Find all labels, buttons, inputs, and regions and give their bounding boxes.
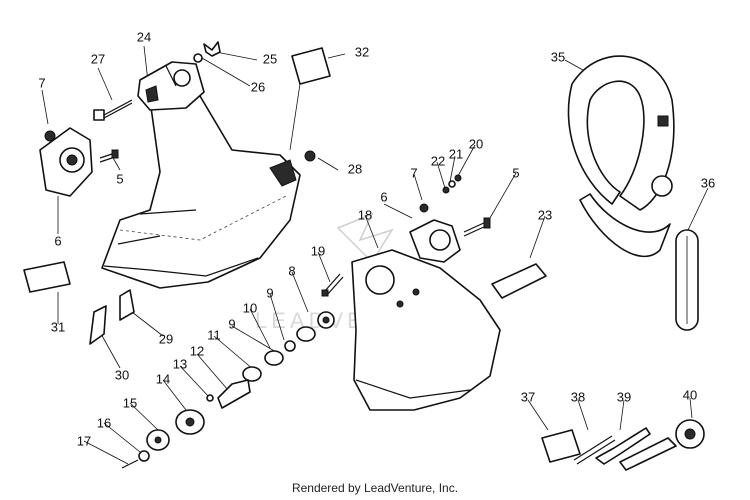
callout-16: 16	[97, 415, 111, 430]
callout-15: 15	[123, 395, 137, 410]
callout-11: 11	[207, 327, 221, 342]
callout-22: 22	[431, 153, 445, 168]
callout-38: 38	[571, 389, 585, 404]
callout-6: 6	[54, 233, 61, 248]
callout-9b: 9	[228, 316, 235, 331]
cutter-blades	[89, 289, 135, 345]
callout-10: 10	[243, 300, 257, 315]
strap-ring	[675, 229, 699, 331]
callout-37: 37	[521, 389, 535, 404]
callout-30: 30	[115, 367, 129, 382]
screw-28	[304, 150, 316, 162]
callout-35: 35	[551, 49, 565, 64]
callout-21: 21	[449, 146, 463, 161]
mounting-bracket	[137, 61, 205, 111]
callout-24: 24	[137, 29, 151, 44]
wing-nut	[193, 41, 221, 63]
shoulder-strap	[567, 55, 675, 258]
callout-36: 36	[701, 175, 715, 190]
callout-14: 14	[156, 371, 170, 386]
callout-28: 28	[348, 161, 362, 176]
leader-lines	[41, 45, 709, 465]
callout-40: 40	[683, 387, 697, 402]
callout-9: 9	[266, 285, 273, 300]
callout-6b: 6	[380, 189, 387, 204]
warning-label	[289, 47, 331, 151]
bolt-19	[321, 273, 344, 297]
callout-23: 23	[538, 207, 552, 222]
callout-20: 20	[469, 136, 483, 151]
callout-32: 32	[355, 44, 369, 59]
callout-31: 31	[51, 319, 65, 334]
callout-8: 8	[288, 263, 295, 278]
callout-19: 19	[311, 243, 325, 258]
callout-12: 12	[190, 343, 204, 358]
callout-7b: 7	[410, 165, 417, 180]
callout-25: 25	[263, 51, 277, 66]
clamp-right	[409, 174, 491, 263]
gearbox-stack	[121, 311, 335, 469]
tool-kit	[541, 419, 705, 471]
footer-credit: Rendered by LeadVenture, Inc.	[291, 481, 459, 495]
callout-5b: 5	[512, 165, 519, 180]
callout-26: 26	[251, 79, 265, 94]
grip-23	[491, 263, 547, 299]
callout-29: 29	[159, 331, 173, 346]
callout-5: 5	[116, 171, 123, 186]
callout-7: 7	[38, 75, 45, 90]
grass-guard-secondary	[351, 249, 501, 411]
clamp-left	[39, 127, 119, 197]
callout-39: 39	[617, 389, 631, 404]
bolt-long	[93, 99, 133, 121]
callout-18: 18	[358, 207, 372, 222]
callout-labels: 24 27 25 32 7 26 35 28 5 20 21 22 7 5 6 …	[38, 29, 715, 448]
callout-27: 27	[91, 51, 105, 66]
label-31	[23, 261, 71, 293]
callout-13: 13	[173, 356, 187, 371]
grass-guard-main	[101, 95, 301, 289]
callout-17: 17	[77, 433, 91, 448]
